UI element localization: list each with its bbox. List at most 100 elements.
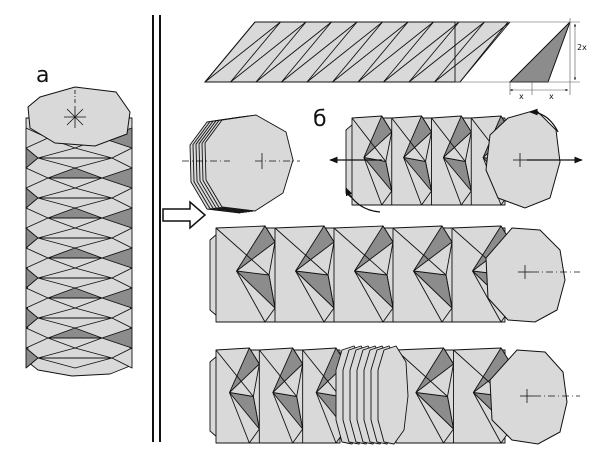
strip-diagonal-crease xyxy=(332,21,409,83)
tube-facet-shaded xyxy=(354,225,394,272)
tube-crease xyxy=(392,227,447,276)
tube-b1-center-mark xyxy=(513,153,527,167)
tube-a-facet xyxy=(47,297,103,309)
tube-crease xyxy=(274,227,329,276)
tube-crease xyxy=(415,392,444,444)
strip-diagonal-crease xyxy=(383,21,460,83)
strip-diagonal-crease xyxy=(357,21,434,83)
tube-facet-shaded xyxy=(295,225,335,272)
tube-crease xyxy=(391,117,426,162)
tube-crease xyxy=(395,349,448,397)
strip-parallelogram-edge xyxy=(255,21,307,83)
collapsed-pleat xyxy=(377,345,409,445)
tube-b2-end-cap xyxy=(485,227,566,323)
tube-a-facet xyxy=(111,147,133,169)
tube-facet-shaded xyxy=(272,392,304,430)
tube-facet-shaded xyxy=(442,115,472,158)
tube-facet-shaded xyxy=(403,115,432,158)
tube-b3-collapsed-section xyxy=(335,345,409,445)
strip-parallelogram-edge xyxy=(357,21,409,83)
tube-a-facet xyxy=(101,327,133,349)
tube-crease xyxy=(431,117,466,162)
strip-parallelogram-edge xyxy=(408,21,460,83)
transition-arrow-icon xyxy=(162,200,207,230)
tube-crease xyxy=(363,157,383,206)
tube-a-facet xyxy=(25,287,49,309)
tube-a-facet xyxy=(25,167,49,189)
tube-a-facet xyxy=(37,277,113,289)
tube-facet-shaded xyxy=(415,347,454,393)
tube-a-facet xyxy=(47,217,103,229)
tube-facet-shaded xyxy=(415,392,454,430)
tube-a-facet xyxy=(25,307,39,329)
dimension-x-right: x xyxy=(549,92,554,101)
tube-facet-shaded xyxy=(363,115,393,158)
extending-tube: б xyxy=(313,107,583,213)
partly-collapsed-tube xyxy=(209,345,580,445)
tube-a-facet xyxy=(37,197,113,209)
tube-crease xyxy=(403,157,422,206)
tube-crease xyxy=(351,117,387,162)
tube-a-facet xyxy=(25,127,49,149)
tube-a-facet xyxy=(111,307,133,329)
strip-parallelogram-edge xyxy=(383,21,434,83)
stack-plates xyxy=(189,114,294,214)
tube-a-center-mark xyxy=(64,90,86,128)
tube-a-facet xyxy=(111,227,133,249)
tube-crease xyxy=(442,157,462,206)
tube-a-facet xyxy=(25,267,39,289)
tube-facet-shaded xyxy=(413,225,453,272)
tube-a-facet xyxy=(25,207,49,229)
tube-crease xyxy=(215,227,270,276)
tube-a-facet xyxy=(101,167,133,189)
extended-tube xyxy=(209,225,580,323)
tube-crease xyxy=(315,392,337,444)
strip-parallelogram-edge xyxy=(230,21,281,83)
tube-a-facet xyxy=(101,287,133,309)
tube-crease xyxy=(333,227,388,276)
panel-a-tube: а xyxy=(25,63,133,377)
tube-b2-axis xyxy=(518,265,580,279)
tube-a-facet xyxy=(37,317,113,329)
divider xyxy=(152,15,161,442)
tube-facet-shaded xyxy=(236,270,276,309)
tube-crease xyxy=(354,270,384,323)
detail-dimension-lines xyxy=(455,18,580,95)
strip-parallelogram-edge xyxy=(459,21,511,83)
strip-diagonal-crease xyxy=(408,21,485,83)
tube-a-facet xyxy=(37,237,113,249)
tube-crease xyxy=(295,270,325,323)
tube-facet-shaded xyxy=(229,347,260,393)
tube-a-facet xyxy=(25,247,49,269)
tube-crease xyxy=(229,392,250,444)
dimension-x-left: x xyxy=(519,92,524,101)
strip-parallelogram-edge xyxy=(204,21,256,83)
tube-a-facet xyxy=(37,357,113,369)
tube-a-facet xyxy=(25,347,39,369)
rotation-arrow-bottom-icon xyxy=(345,187,381,213)
tube-facet-shaded xyxy=(236,225,276,272)
panel-a-label: а xyxy=(36,63,49,88)
tube-facet-shaded xyxy=(413,270,453,309)
tube-a-facet xyxy=(25,327,49,349)
tube-facet-shaded xyxy=(442,157,472,192)
tube-crease xyxy=(413,270,443,323)
strip-diagonal-crease xyxy=(230,21,307,83)
tube-a-body xyxy=(25,117,133,377)
strip-creases xyxy=(204,21,511,83)
compressed-stack xyxy=(182,114,300,214)
tube-a-facet xyxy=(25,227,39,249)
tube-a-facet xyxy=(101,207,133,229)
panel-b-label: б xyxy=(313,107,327,132)
dimension-2x: 2x xyxy=(577,43,587,52)
crease-pattern-strip: 2x x x xyxy=(203,18,587,101)
tube-facet-shaded xyxy=(272,347,304,393)
strip-parallelogram-edge xyxy=(306,21,358,83)
tube-crease xyxy=(472,270,502,323)
strip-diagonal-crease xyxy=(281,21,358,83)
tube-crease xyxy=(272,392,294,444)
tube-crease xyxy=(302,349,341,397)
stack-axis xyxy=(182,153,300,169)
